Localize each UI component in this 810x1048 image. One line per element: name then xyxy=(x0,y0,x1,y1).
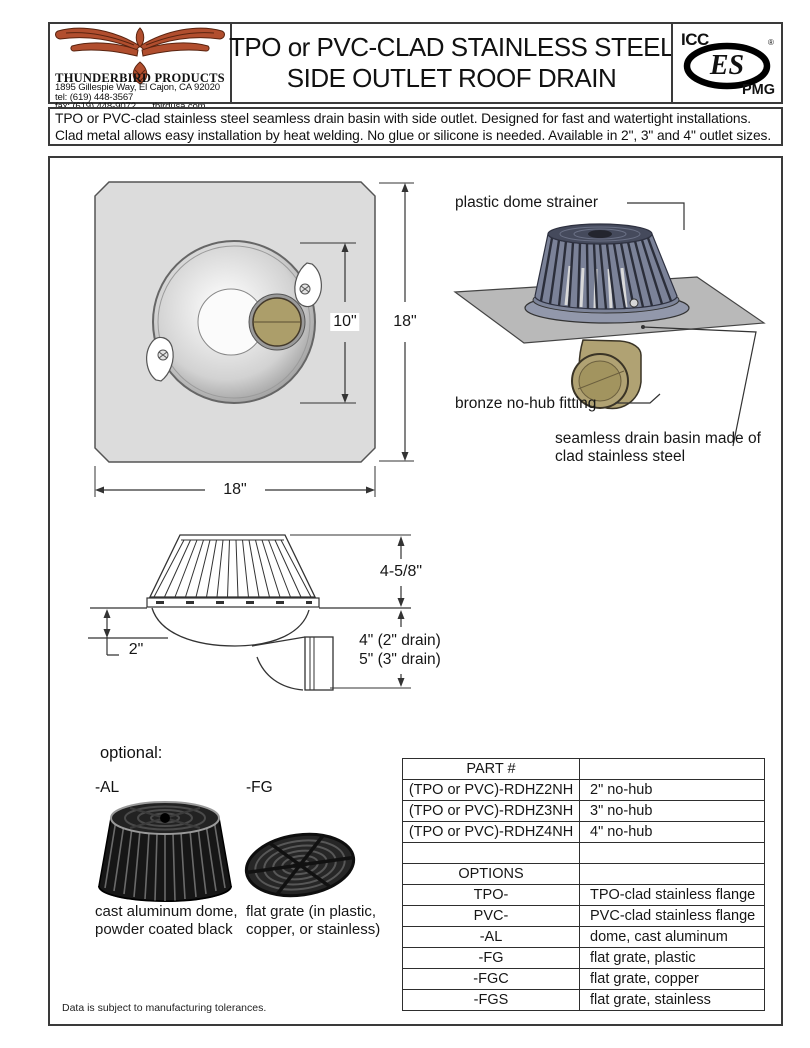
option-code-cell: -FGS xyxy=(402,989,580,1011)
option-desc-cell: dome, cast aluminum xyxy=(579,926,765,948)
table-row: (TPO or PVC)-RDHZ3NH 3" no-hub xyxy=(402,800,765,822)
desc-cell: 2" no-hub xyxy=(579,779,765,801)
es-label: ES xyxy=(709,50,745,81)
option-code-cell: -AL xyxy=(402,926,580,948)
option-code-cell: PVC- xyxy=(402,905,580,927)
part-cell: (TPO or PVC)-RDHZ2NH xyxy=(402,779,580,801)
side-view-drawing xyxy=(88,534,411,691)
option-desc-cell: TPO-clad stainless flange xyxy=(579,884,765,906)
dim-label-sump-depth: 2" xyxy=(125,641,147,659)
logo-box: THUNDERBIRD PRODUCTS 1895 Gillespie Way,… xyxy=(48,22,232,112)
company-fax-row: fax: (619) 448-9072 tbirdusa.com xyxy=(55,101,206,112)
table-row: (TPO or PVC)-RDHZ4NH 4" no-hub xyxy=(402,821,765,843)
top-view-drawing xyxy=(94,181,414,497)
fg-grate-image xyxy=(244,832,356,898)
optional-heading: optional: xyxy=(100,744,163,762)
dim-label-plate-width: 18" xyxy=(220,481,250,499)
options-header: OPTIONS xyxy=(402,863,580,885)
iso-view-drawing xyxy=(453,202,766,447)
label-plastic-dome-strainer: plastic dome strainer xyxy=(455,194,599,211)
al-caption-line1: cast aluminum dome, xyxy=(95,903,238,920)
label-drain-basin-line1: seamless drain basin made of xyxy=(555,430,761,447)
option-code-al: -AL xyxy=(95,779,120,796)
option-code-cell: -FGC xyxy=(402,968,580,990)
option-desc-cell: flat grate, stainless xyxy=(579,989,765,1011)
company-name: THUNDERBIRD PRODUCTS xyxy=(55,71,225,85)
description-box: TPO or PVC-clad stainless steel seamless… xyxy=(48,107,783,146)
registered-mark: ® xyxy=(768,38,774,47)
dim-label-drain3: 5" (3" drain) xyxy=(356,651,444,669)
desc-cell: 4" no-hub xyxy=(579,821,765,843)
option-code-cell: -FG xyxy=(402,947,580,969)
table-row: TPO- TPO-clad stainless flange xyxy=(402,884,765,906)
option-desc-cell: flat grate, copper xyxy=(579,968,765,990)
table-row: -FGS flat grate, stainless xyxy=(402,989,765,1011)
pmg-label: PMG xyxy=(741,82,775,98)
empty-cell xyxy=(579,758,765,780)
fg-caption-line2: copper, or stainless) xyxy=(246,920,381,938)
option-desc-cell: PVC-clad stainless flange xyxy=(579,905,765,927)
page-title-line1: TPO or PVC-CLAD STAINLESS STEEL xyxy=(229,32,674,62)
table-row: OPTIONS xyxy=(402,863,765,885)
desc-cell: 3" no-hub xyxy=(579,800,765,822)
part-number-header: PART # xyxy=(402,758,580,780)
part-cell: (TPO or PVC)-RDHZ4NH xyxy=(402,821,580,843)
dim-label-hole-diameter: 10" xyxy=(330,313,360,331)
parts-table: PART # (TPO or PVC)-RDHZ2NH 2" no-hub (T… xyxy=(402,758,765,1011)
icc-es-pmg-box: ICC ES ® PMG xyxy=(671,22,783,104)
option-code-fg: -FG xyxy=(246,779,273,796)
title-box: TPO or PVC-CLAD STAINLESS STEEL SIDE OUT… xyxy=(229,22,674,104)
label-bronze-no-hub-fitting: bronze no-hub fitting xyxy=(455,395,597,412)
empty-cell xyxy=(402,842,580,864)
table-row xyxy=(402,842,765,864)
table-row: PART # xyxy=(402,758,765,780)
company-website: tbirdusa.com xyxy=(152,101,205,112)
icc-label: ICC xyxy=(681,30,709,49)
al-dome-caption: cast aluminum dome, powder coated black xyxy=(95,903,238,938)
empty-cell xyxy=(579,842,765,864)
part-cell: (TPO or PVC)-RDHZ3NH xyxy=(402,800,580,822)
option-desc-cell: flat grate, plastic xyxy=(579,947,765,969)
technical-drawings xyxy=(88,181,766,902)
company-address: 1895 Gillespie Way, El Cajon, CA 92020 xyxy=(55,82,220,93)
empty-cell xyxy=(579,863,765,885)
table-row: PVC- PVC-clad stainless flange xyxy=(402,905,765,927)
table-row: -AL dome, cast aluminum xyxy=(402,926,765,948)
icc-es-pmg-logo xyxy=(683,42,771,90)
table-row: -FGC flat grate, copper xyxy=(402,968,765,990)
dim-label-dome-height: 4-5/8" xyxy=(376,563,426,581)
tolerance-note: Data is subject to manufacturing toleran… xyxy=(62,1002,267,1014)
dim-label-drain2: 4" (2" drain) xyxy=(356,632,444,650)
fg-grate-caption: flat grate (in plastic, copper, or stain… xyxy=(246,903,380,938)
description-text: TPO or PVC-clad stainless steel seamless… xyxy=(55,111,772,143)
label-drain-basin-line2: clad stainless steel xyxy=(555,448,686,465)
page-title-line2: SIDE OUTLET ROOF DRAIN xyxy=(286,63,617,93)
al-caption-line2: powder coated black xyxy=(95,920,233,938)
dim-label-plate-height: 18" xyxy=(390,313,420,331)
option-code-cell: TPO- xyxy=(402,884,580,906)
table-row: -FG flat grate, plastic xyxy=(402,947,765,969)
company-fax: fax: (619) 448-9072 xyxy=(55,101,136,112)
thunderbird-logo xyxy=(55,27,225,85)
fg-caption-line1: flat grate (in plastic, xyxy=(246,903,377,920)
company-tel: tel: (619) 448-3567 xyxy=(55,91,134,103)
al-dome-image xyxy=(98,801,232,902)
table-row: (TPO or PVC)-RDHZ2NH 2" no-hub xyxy=(402,779,765,801)
